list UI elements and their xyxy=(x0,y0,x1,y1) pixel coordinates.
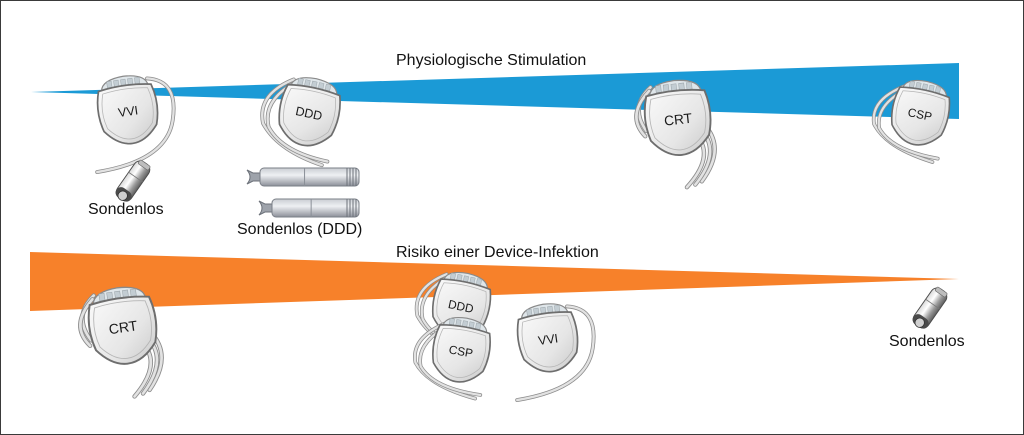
header-port xyxy=(908,80,915,88)
header-port xyxy=(449,272,456,280)
leadless-capsule-top xyxy=(115,159,151,202)
pacemaker-csp-bottom: CSP xyxy=(413,317,491,401)
device-can-rim xyxy=(101,87,154,140)
device-label: CSP xyxy=(448,342,474,360)
device-label: VVI xyxy=(537,331,559,348)
capsule-cap xyxy=(138,159,151,171)
lead-wire-highlight xyxy=(96,77,175,174)
leadless-ddd-capsule-2 xyxy=(258,198,360,218)
device-can xyxy=(96,83,159,145)
leadless-label-infection: Sondenlos xyxy=(889,333,965,350)
pacemaker-ddd-top: DDD xyxy=(260,77,341,168)
stimulation-wedge xyxy=(31,63,959,119)
header-port xyxy=(98,292,106,302)
capsule-body xyxy=(271,198,360,218)
capsule-body xyxy=(259,167,360,187)
device-can-rim xyxy=(283,88,336,142)
lead-wire-highlight xyxy=(872,84,934,164)
header-port xyxy=(655,85,662,94)
device-label: CRT xyxy=(663,111,693,129)
leadless-ddd-capsule-1 xyxy=(246,167,360,187)
device-can xyxy=(432,323,491,383)
header-port xyxy=(448,318,455,326)
device-can-rim xyxy=(436,327,487,378)
device-label: VVI xyxy=(117,103,139,120)
device-can xyxy=(87,295,158,365)
header-port xyxy=(526,308,533,317)
capsule-seam xyxy=(128,171,143,183)
device-can-rim xyxy=(521,315,574,368)
header-port xyxy=(297,77,304,86)
device-can xyxy=(890,86,951,146)
lead-wire-highlight xyxy=(261,78,324,167)
lead-wire-highlight xyxy=(516,305,595,402)
device-label: CSP xyxy=(907,105,934,124)
header-port xyxy=(106,80,113,89)
device-label: CRT xyxy=(108,317,139,337)
device-can-rim xyxy=(649,93,707,151)
infection-title: Risiko einer Device-Infektion xyxy=(396,244,599,261)
header-port xyxy=(134,76,141,85)
device-can xyxy=(516,311,579,373)
lead-wire-highlight xyxy=(635,89,651,138)
pacemaker-crt-bottom: CRT xyxy=(78,286,164,399)
device-can xyxy=(278,83,341,147)
pacemaker-vvi-bottom: VVI xyxy=(515,303,596,402)
device-label: DDD xyxy=(294,104,323,123)
device-can xyxy=(643,88,712,157)
capsule-knob xyxy=(246,169,262,185)
header-port xyxy=(129,288,137,297)
leadless-label-stimulation-single: Sondenlos xyxy=(88,201,164,218)
capsule-knob xyxy=(258,200,274,216)
lead-wire-highlight xyxy=(79,297,94,348)
capsule-tines xyxy=(914,317,925,328)
devices-layer: VVI DDD CRT CSP CRT DDD CSP VVI xyxy=(78,75,951,402)
capsule-seam xyxy=(925,298,940,310)
stimulation-title: Physiologische Stimulation xyxy=(396,52,587,69)
device-can-rim xyxy=(93,300,152,360)
lead-wire-highlight xyxy=(266,80,329,163)
lead-wire-highlight xyxy=(418,323,482,397)
pacemaker-vvi-top: VVI xyxy=(95,75,176,174)
pacemaker-crt-top: CRT xyxy=(634,79,717,190)
lead-wire-highlight xyxy=(877,86,939,160)
leadless-label-stimulation-ddd: Sondenlos (DDD) xyxy=(237,221,363,238)
leadless-capsule-bottom xyxy=(912,286,948,329)
device-label: DDD xyxy=(447,297,475,316)
infection-wedge xyxy=(30,252,959,311)
pacemaker-csp-top: CSP xyxy=(871,79,951,164)
device-can-rim xyxy=(895,90,946,141)
header-port xyxy=(554,304,561,313)
capsule-cap xyxy=(935,286,948,298)
lead-wire-highlight xyxy=(413,321,477,400)
capsule-tines xyxy=(117,190,128,201)
header-port xyxy=(686,81,693,90)
